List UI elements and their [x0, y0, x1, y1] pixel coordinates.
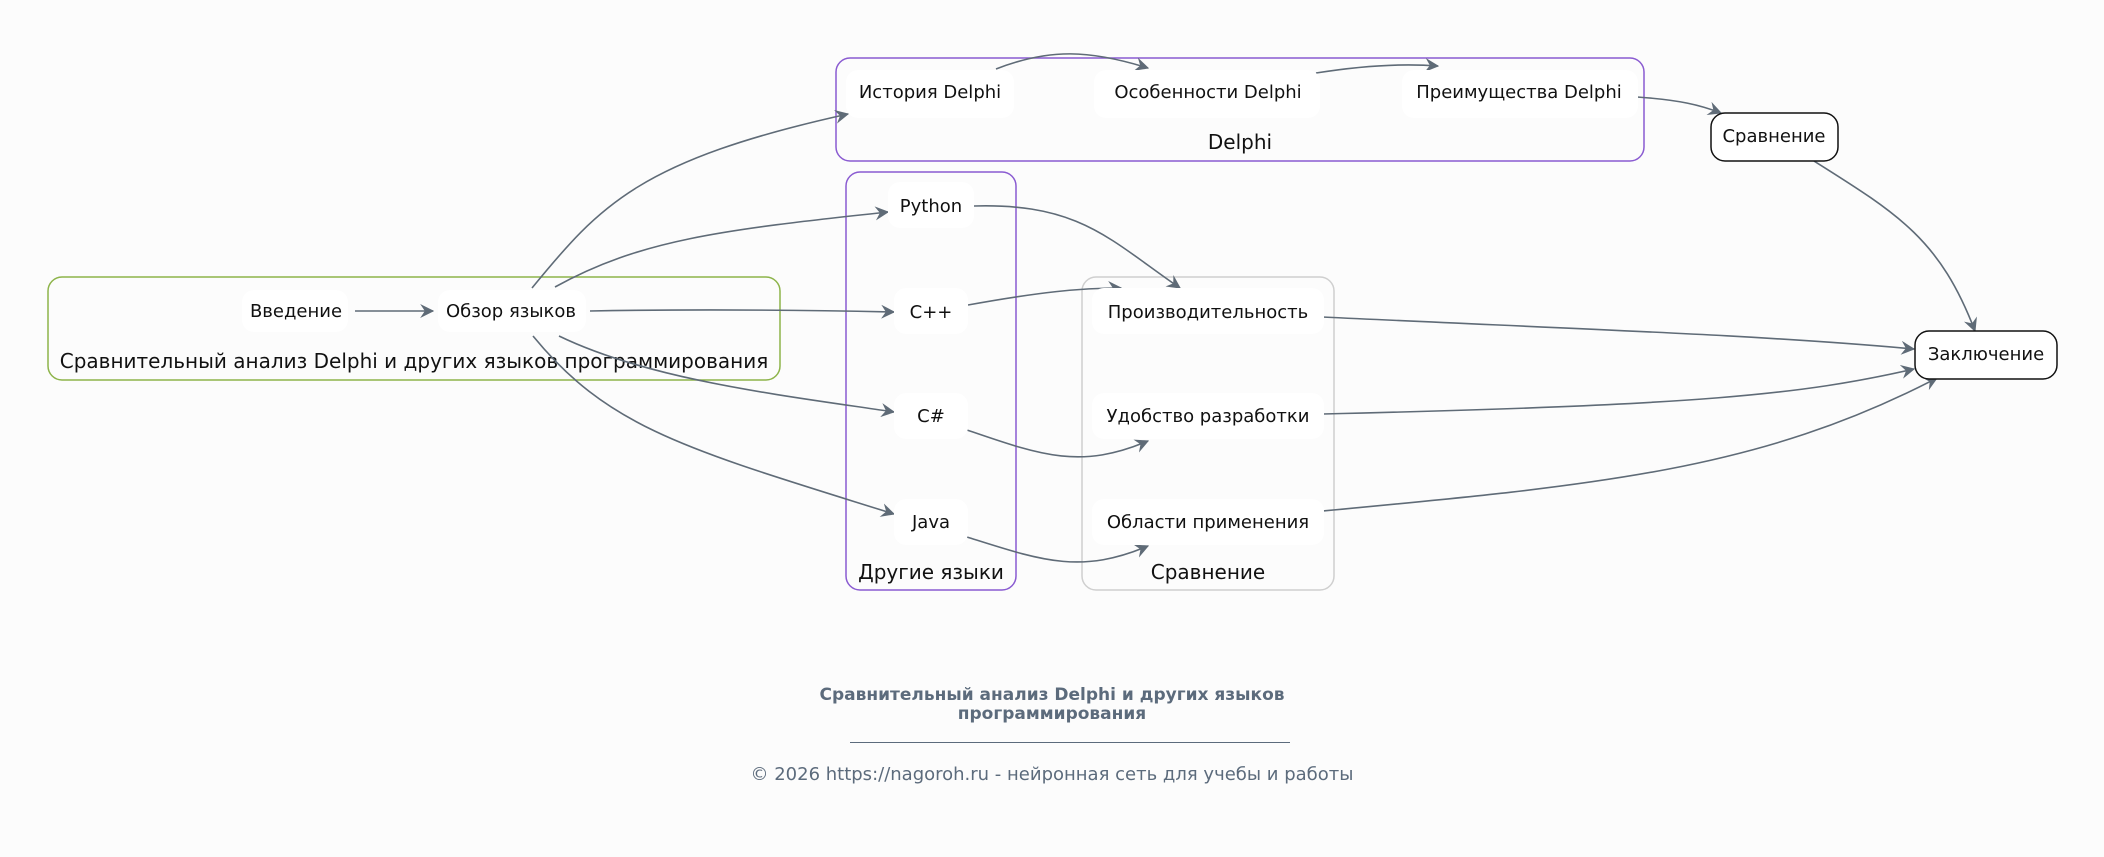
footer-copyright: © 2026 https://nagoroh.ru - нейронная се…	[750, 764, 1354, 785]
svg-text:Введение: Введение	[250, 301, 342, 322]
node-intro[interactable]: Введение	[242, 290, 348, 332]
svg-text:Производительность: Производительность	[1108, 302, 1308, 323]
cluster-other-languages: Другие языки	[845, 171, 1017, 591]
node-csharp[interactable]: C#	[894, 393, 968, 439]
svg-text:Сравнение: Сравнение	[1722, 126, 1825, 147]
cluster-comparison: Сравнение	[1081, 276, 1335, 591]
edge-overview-delphi-history	[531, 109, 850, 289]
svg-text:Заключение: Заключение	[1928, 344, 2044, 365]
edges	[355, 53, 1977, 563]
edge-overview-java	[532, 335, 896, 517]
node-performance[interactable]: Производительность	[1092, 288, 1324, 334]
cluster-delphi: Delphi	[835, 57, 1645, 162]
node-delphi-features[interactable]: Особенности Delphi	[1094, 70, 1320, 118]
edge-python-performance	[973, 205, 1181, 289]
svg-text:Java: Java	[911, 512, 950, 533]
cluster-delphi-label: Delphi	[1208, 130, 1272, 154]
edge-java-applications	[966, 536, 1150, 563]
node-delphi-advantages[interactable]: Преимущества Delphi	[1402, 70, 1638, 118]
edge-csharp-dev-convenience	[966, 429, 1150, 458]
edge-features-advantages	[1315, 58, 1440, 74]
cluster-main-label: Сравнительный анализ Delphi и других язы…	[60, 349, 769, 373]
edge-overview-cpp	[589, 304, 896, 319]
edge-applications-conclusion	[1322, 377, 1939, 512]
svg-text:Обзор языков: Обзор языков	[446, 301, 576, 322]
node-cpp[interactable]: C++	[894, 288, 968, 334]
node-comparison[interactable]: Сравнение	[1710, 112, 1839, 162]
svg-text:C#: C#	[917, 406, 945, 427]
edge-overview-python	[554, 206, 890, 288]
edge-dev-convenience-conclusion	[1322, 365, 1916, 415]
svg-text:Удобство разработки: Удобство разработки	[1107, 406, 1310, 427]
svg-text:Области применения: Области применения	[1107, 512, 1309, 533]
svg-text:Python: Python	[900, 196, 962, 217]
node-delphi-history[interactable]: История Delphi	[846, 70, 1014, 118]
node-python[interactable]: Python	[888, 182, 974, 228]
cluster-other-languages-label: Другие языки	[858, 560, 1004, 584]
edge-advantages-comparison	[1636, 96, 1723, 115]
edge-comparison-conclusion	[1813, 160, 1977, 333]
svg-text:Преимущества Delphi: Преимущества Delphi	[1416, 82, 1622, 103]
edge-history-features	[995, 53, 1150, 71]
svg-text:Особенности Delphi: Особенности Delphi	[1114, 82, 1301, 103]
node-applications[interactable]: Области применения	[1092, 499, 1324, 545]
edge-performance-conclusion	[1321, 316, 1916, 355]
node-dev-convenience[interactable]: Удобство разработки	[1092, 393, 1324, 439]
edge-overview-csharp	[558, 335, 896, 418]
cluster-main: Сравнительный анализ Delphi и других язы…	[47, 276, 781, 381]
footer-title-line1: Сравнительный анализ Delphi и других язы…	[819, 685, 1285, 705]
cluster-comparison-label: Сравнение	[1151, 560, 1265, 584]
svg-text:C++: C++	[910, 302, 953, 323]
footer-title-line2: программирования	[957, 704, 1147, 724]
svg-text:История Delphi: История Delphi	[859, 82, 1001, 103]
node-java[interactable]: Java	[894, 499, 968, 545]
footer-title: Сравнительный анализ Delphi и других язы…	[0, 686, 2104, 724]
footer-divider	[850, 742, 1290, 743]
node-overview[interactable]: Обзор языков	[438, 290, 586, 332]
node-conclusion[interactable]: Заключение	[1914, 330, 2058, 380]
